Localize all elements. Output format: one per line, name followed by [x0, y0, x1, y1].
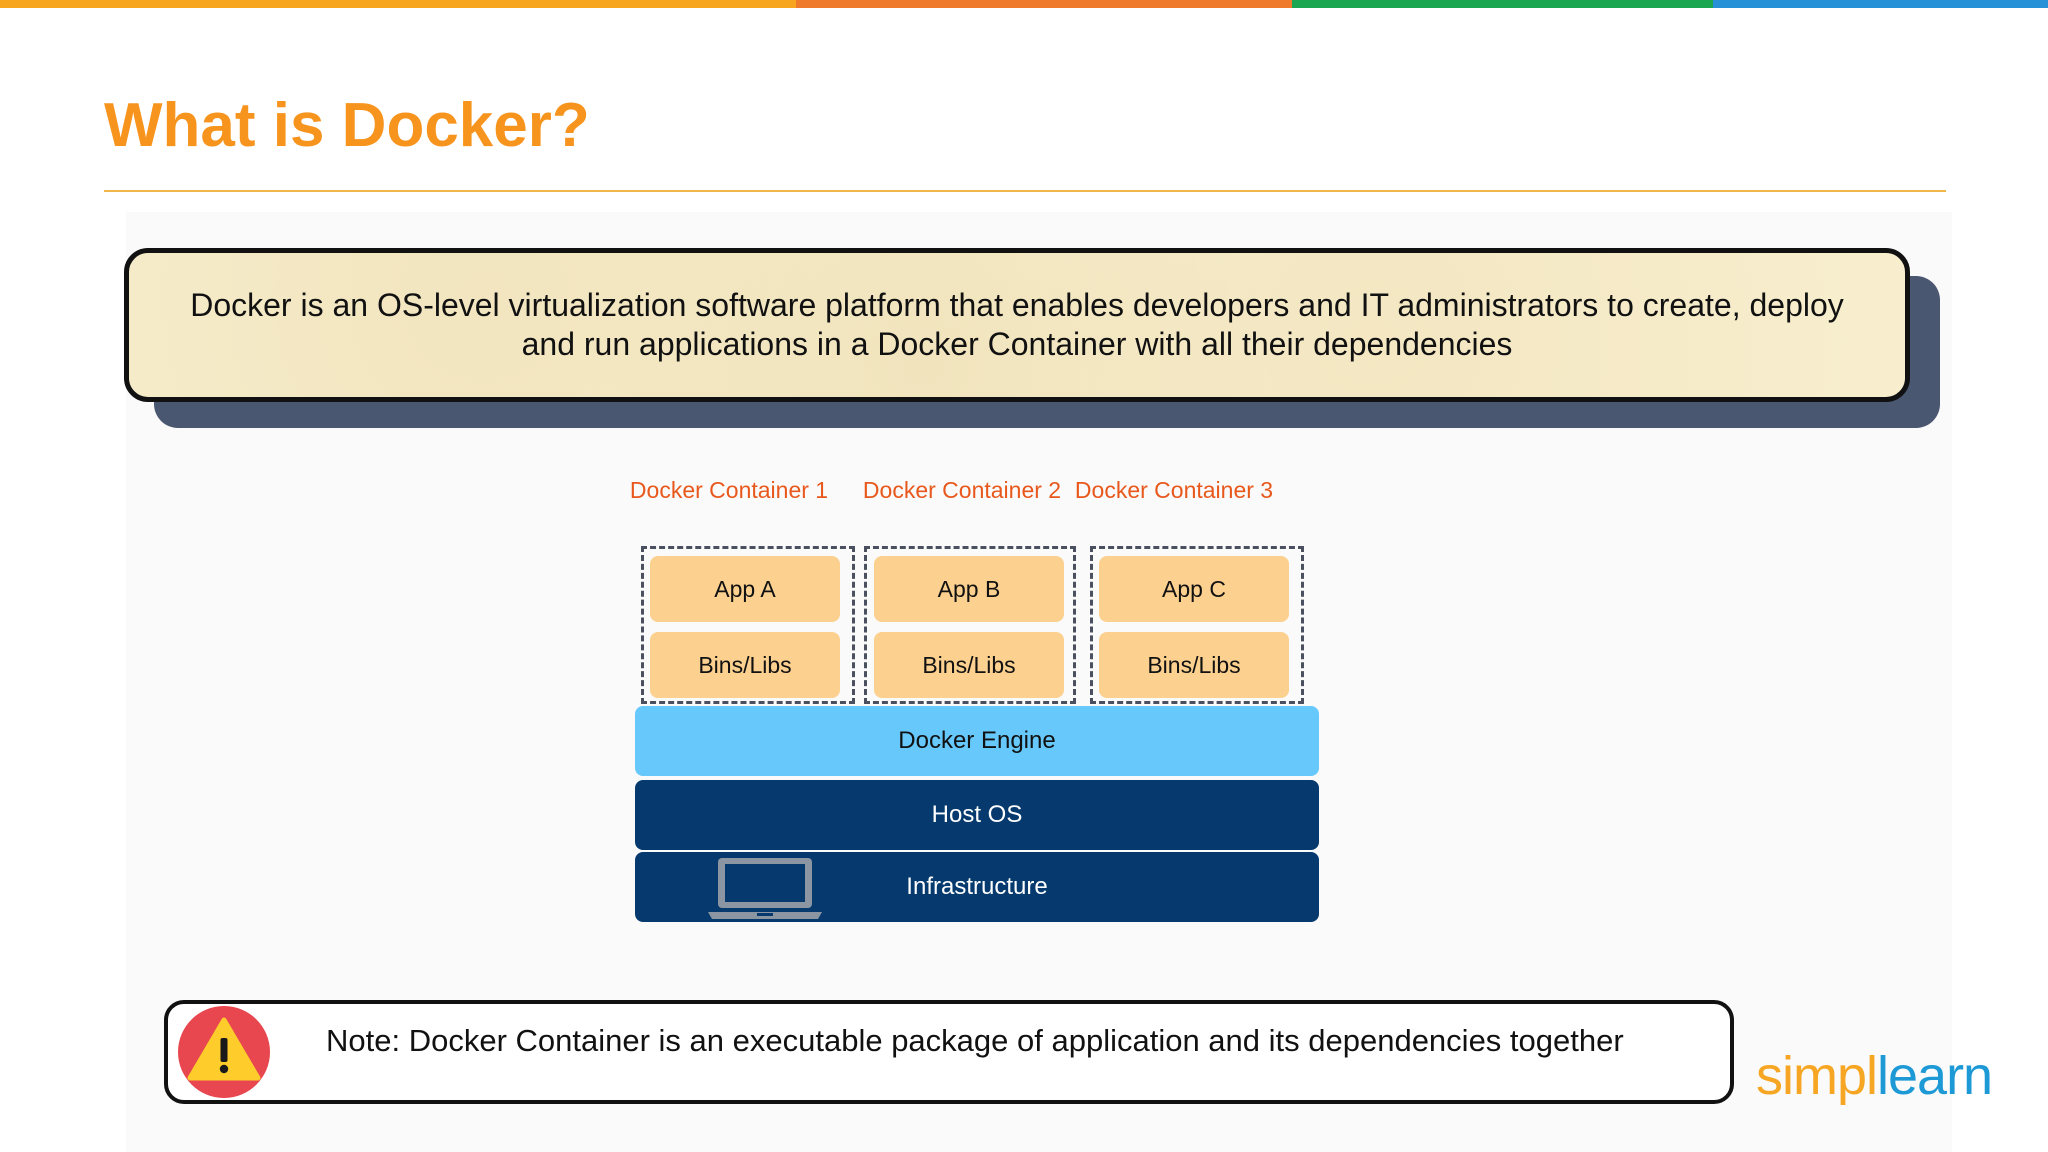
- container-box-3: [1090, 546, 1304, 704]
- top-bar-segment-2: [796, 0, 1292, 8]
- laptop-icon: [708, 858, 822, 919]
- host-os-layer: Host OS: [635, 780, 1319, 850]
- top-bar-segment-1: [0, 0, 796, 8]
- logo-part-learn: learn: [1877, 1046, 1993, 1106]
- title-divider: [104, 190, 1946, 192]
- app-c-block: App C: [1099, 556, 1289, 622]
- docker-engine-layer: Docker Engine: [635, 706, 1319, 776]
- app-b-block: App B: [874, 556, 1064, 622]
- container-label-2: Docker Container 2: [862, 477, 1062, 503]
- bins-libs-block-3: Bins/Libs: [1099, 632, 1289, 698]
- container-box-2: [864, 546, 1076, 704]
- definition-text: Docker is an OS-level virtualization sof…: [190, 287, 1844, 362]
- definition-box: Docker is an OS-level virtualization sof…: [124, 248, 1910, 402]
- bins-libs-block-1: Bins/Libs: [650, 632, 840, 698]
- page-title: What is Docker?: [104, 91, 590, 160]
- bins-libs-block-2: Bins/Libs: [874, 632, 1064, 698]
- container-box-1: [641, 546, 855, 704]
- container-label-1: Docker Container 1: [629, 477, 829, 503]
- warning-icon: [178, 1006, 270, 1098]
- simplilearn-logo: simpllearn: [1756, 1040, 1993, 1112]
- top-bar-segment-4: [1713, 0, 2048, 8]
- top-bar-segment-3: [1292, 0, 1713, 8]
- logo-part-simpl: simpl: [1756, 1046, 1878, 1106]
- note-box: Note: Docker Container is an executable …: [164, 1000, 1734, 1104]
- note-text: Note: Docker Container is an executable …: [326, 1023, 1624, 1058]
- container-label-3: Docker Container 3: [1074, 477, 1274, 503]
- app-a-block: App A: [650, 556, 840, 622]
